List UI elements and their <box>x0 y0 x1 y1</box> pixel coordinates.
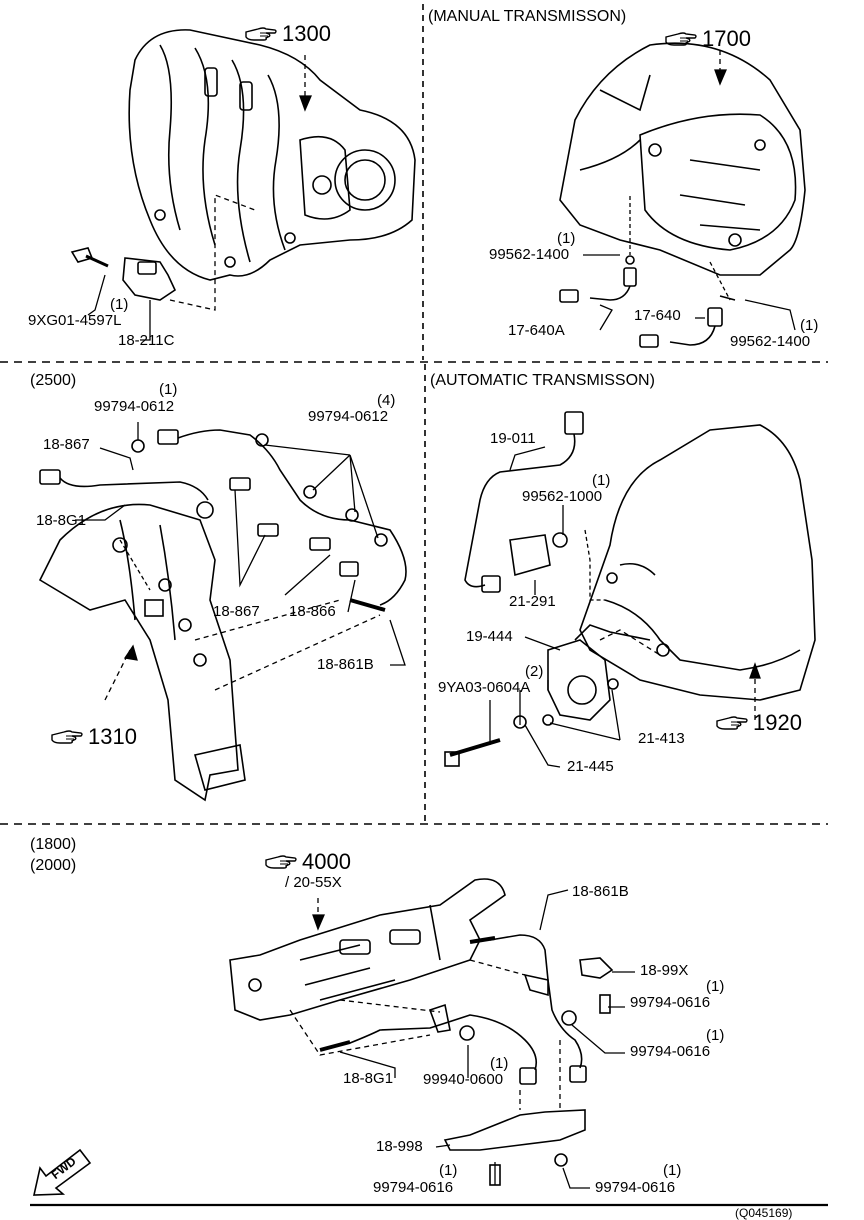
part-qty: (1) <box>439 1162 458 1179</box>
part-code[interactable]: 18-866 <box>289 603 336 620</box>
part-qty: (1) <box>663 1162 682 1179</box>
part-code[interactable]: 19-444 <box>466 628 513 645</box>
part-code[interactable]: 21-413 <box>638 730 685 747</box>
fwd-arrow-icon <box>32 1148 92 1196</box>
part-qty: (4) <box>377 392 396 409</box>
section-title-1800: (1800) <box>30 836 77 853</box>
part-code[interactable]: 99562-1400 <box>730 333 811 350</box>
top-left-leaders <box>87 55 312 341</box>
section-title-automatic: (AUTOMATIC TRANSMISSON) <box>430 372 655 389</box>
catalyst-converter-drawing <box>229 878 506 1021</box>
part-qty: (1) <box>490 1055 509 1072</box>
part-code[interactable]: 21-291 <box>509 593 556 610</box>
part-code[interactable]: 99940-0600 <box>423 1071 504 1088</box>
part-code[interactable]: 17-640 <box>634 307 681 324</box>
part-qty: (1) <box>592 472 611 489</box>
manual-transmission-drawing <box>559 42 806 276</box>
ref-1920[interactable]: 1920 <box>715 711 802 735</box>
ref-1300[interactable]: 1300 <box>244 22 331 46</box>
part-code[interactable]: 18-861B <box>572 883 629 900</box>
part-code[interactable]: 99794-0616 <box>630 1043 711 1060</box>
part-qty: (1) <box>159 381 178 398</box>
part-code[interactable]: 18-8G1 <box>343 1070 394 1087</box>
mid-right-leaders <box>489 446 761 768</box>
part-code[interactable]: 9XG01-4597L <box>28 312 122 329</box>
manual-sensors-drawing <box>559 255 736 348</box>
pointing-hand-icon <box>264 853 298 871</box>
part-code[interactable]: 18-867 <box>43 436 90 453</box>
bottom-sensor-harness-drawing <box>319 934 614 1186</box>
part-qty: (1) <box>706 1027 725 1044</box>
part-code[interactable]: 18-211C <box>118 332 175 349</box>
pointing-hand-icon <box>50 728 84 746</box>
ref-4000[interactable]: 4000 <box>264 850 351 874</box>
footer-code: (Q045169) <box>735 1206 793 1220</box>
part-code[interactable]: 18-8G1 <box>36 512 87 529</box>
automatic-transmission-drawing <box>574 424 816 701</box>
at-sensors-drawing <box>444 411 619 767</box>
part-qty: (2) <box>525 663 544 680</box>
ref-1700[interactable]: 1700 <box>664 27 751 51</box>
part-code[interactable]: 17-640A <box>508 322 565 339</box>
part-qty: (1) <box>706 978 725 995</box>
section-title-2500: (2500) <box>30 372 77 389</box>
section-title-2000: (2000) <box>30 857 77 874</box>
intake-manifold-drawing <box>128 29 416 281</box>
part-code[interactable]: 18-998 <box>376 1138 423 1155</box>
part-code[interactable]: 18-99X <box>640 962 689 979</box>
part-qty: (1) <box>110 296 129 313</box>
part-code[interactable]: 99794-0612 <box>94 398 175 415</box>
bottom-leaders <box>289 889 635 1189</box>
part-code[interactable]: 99562-1000 <box>522 488 603 505</box>
section-title-manual: (MANUAL TRANSMISSON) <box>428 8 627 25</box>
part-code[interactable]: 99562-1400 <box>489 246 570 263</box>
o2-sensor-harness-drawing <box>39 429 407 612</box>
part-code[interactable]: 19-011 <box>490 430 536 447</box>
exhaust-manifold-drawing <box>38 503 246 802</box>
part-code[interactable]: 99794-0616 <box>373 1179 454 1196</box>
part-code[interactable]: 18-861B <box>317 656 374 673</box>
ref-1310[interactable]: 1310 <box>50 725 137 749</box>
part-qty: (1) <box>800 317 819 334</box>
part-code[interactable]: 18-867 <box>213 603 260 620</box>
pointing-hand-icon <box>244 25 278 43</box>
part-code[interactable]: 99794-0612 <box>308 408 389 425</box>
part-code[interactable]: 21-445 <box>567 758 614 775</box>
pointing-hand-icon <box>664 30 698 48</box>
part-code[interactable]: 99794-0616 <box>595 1179 676 1196</box>
ref-subtitle: / 20-55X <box>285 874 342 891</box>
mid-left-leaders <box>75 422 406 701</box>
part-qty: (1) <box>557 230 576 247</box>
section-dividers <box>0 4 828 1207</box>
top-right-leaders <box>583 50 796 331</box>
pointing-hand-icon <box>715 714 749 732</box>
part-code[interactable]: 9YA03-0604A <box>438 679 531 696</box>
part-code[interactable]: 99794-0616 <box>630 994 711 1011</box>
map-sensor-drawing <box>70 247 177 301</box>
